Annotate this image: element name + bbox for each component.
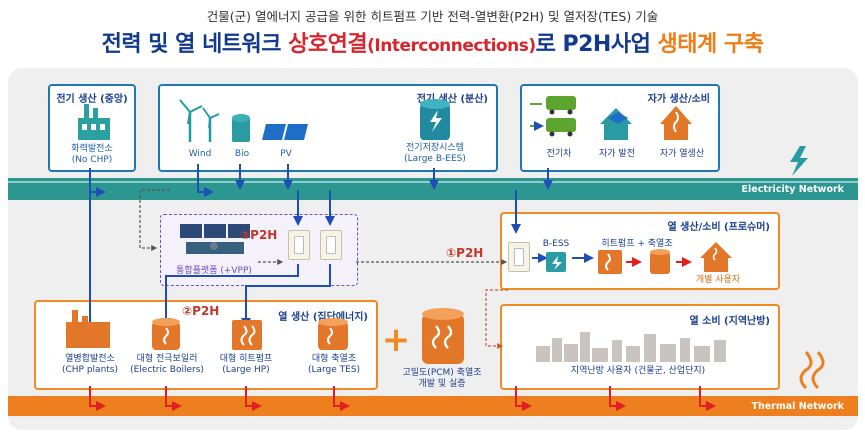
power-plant-label: 화력발전소 (No CHP) xyxy=(48,144,136,166)
pcm-storage-icon xyxy=(422,308,464,364)
large-tes-label: 대형 축열조 (Large TES) xyxy=(296,354,372,376)
pcm-label: 고밀도(PCM) 축열조 개발 및 실증 xyxy=(394,368,490,390)
bio-label: Bio xyxy=(234,149,250,159)
switch-icon-3 xyxy=(508,242,530,272)
page-title: 전력 및 열 네트워크 상호연결(Interconnections)로 P2H사… xyxy=(0,26,865,58)
heat-pump-icon xyxy=(598,250,622,274)
large-tes-icon xyxy=(318,318,348,350)
self-heat-label: 자가 열생산 xyxy=(659,149,705,159)
boiler-label: 대형 전극보일러 (Electric Boilers) xyxy=(122,354,212,376)
hp-tes-label: 히트펌프 + 축열조 xyxy=(601,239,673,249)
individual-user-label: 개별 사용자 xyxy=(695,275,741,285)
chp-name: 열병합발전소 xyxy=(65,354,115,364)
self-heat-house-icon xyxy=(660,106,692,140)
heat-storage-tank-icon xyxy=(650,249,670,274)
distributed-generation-title: 전기 생산 (분산) xyxy=(416,94,488,105)
switch-icon-1 xyxy=(288,230,310,260)
title-part3: (Interconnections) xyxy=(367,36,536,56)
p2h-tag-2: ②P2H xyxy=(182,304,220,318)
wind-label: Wind xyxy=(188,149,212,159)
electric-boiler-icon xyxy=(152,318,180,350)
wind-turbine-icon xyxy=(179,99,220,142)
electricity-network-label: Electricity Network xyxy=(741,184,844,195)
storage-name: 전기저장시스템 xyxy=(406,143,464,153)
individual-user-house-icon xyxy=(700,242,732,272)
subtitle: 건물(군) 열에너지 공급을 위한 히트펌프 기반 전력-열변환(P2H) 및 … xyxy=(206,9,659,24)
large-hp-label: 대형 히트펌프 (Large HP) xyxy=(206,354,286,376)
boiler-name: 대형 전극보일러 xyxy=(136,354,198,364)
flame-icon xyxy=(799,351,825,390)
title-part4: 로 P2H사업 xyxy=(535,32,658,57)
pv-label: PV xyxy=(280,149,292,159)
ev-label: 전기차 xyxy=(546,149,572,159)
heat-to-thermal-arrows xyxy=(89,257,716,411)
title-part5: 생태계 구축 xyxy=(657,32,764,57)
chp-label: 열병합발전소 (CHP plants) xyxy=(50,354,130,376)
central-heat-title: 열 생산 (집단에너지) xyxy=(278,312,368,323)
thermal-network-label: Thermal Network xyxy=(751,401,845,412)
city-skyline-icon xyxy=(536,332,726,362)
plus-sign: + xyxy=(381,320,411,360)
title-part2: 상호연결 xyxy=(288,32,368,57)
chp-sub: (CHP plants) xyxy=(61,365,118,375)
pv-panel-icon xyxy=(262,124,308,140)
chp-plant-icon xyxy=(66,310,110,348)
platform-label: 통합플랫폼 (+VPP) xyxy=(176,266,252,276)
battery-storage-icon xyxy=(420,99,450,140)
self-generation-house-icon xyxy=(600,108,632,140)
pcm-name: 고밀도(PCM) 축열조 xyxy=(402,368,482,378)
large-tes-sub: (Large TES) xyxy=(307,365,361,375)
large-hp-sub: (Large HP) xyxy=(222,365,270,375)
p2h-tag-1: ①P2H xyxy=(446,246,484,260)
central-generation-title: 전기 생산 (중앙) xyxy=(56,94,128,105)
power-plant-name: 화력발전소 xyxy=(71,144,113,154)
lightning-icon xyxy=(790,146,808,176)
large-tes-name: 대형 축열조 xyxy=(311,354,357,364)
control-room-icon xyxy=(180,224,250,254)
boiler-sub: (Electric Boilers) xyxy=(130,365,204,375)
bio-plant-icon xyxy=(232,114,250,142)
prosumer-to-district-connector xyxy=(485,289,508,349)
p2h-tag-3: ③P2H xyxy=(240,228,278,242)
storage-sub: (Large B-EES) xyxy=(404,154,466,164)
self-gen-label: 자가 발전 xyxy=(599,149,635,159)
district-heat-title: 열 소비 (지역난방) xyxy=(689,316,770,327)
storage-label: 전기저장시스템 (Large B-EES) xyxy=(390,143,480,165)
prosumer-electricity-title: 자가 생산/소비 xyxy=(647,94,710,105)
platform-connectors xyxy=(139,189,508,265)
thermal-power-plant-icon xyxy=(78,104,110,140)
electric-vehicle-icon xyxy=(530,96,576,137)
title-part1: 전력 및 열 네트워크 xyxy=(101,32,289,57)
power-plant-sub: (No CHP) xyxy=(71,155,113,165)
switch-icon-2 xyxy=(320,230,342,260)
pcm-sub: 개발 및 실증 xyxy=(418,379,466,389)
bess-label: B-ESS xyxy=(542,239,570,249)
prosumer-heat-box: 열 생산/소비 (프로슈머) xyxy=(500,212,780,290)
bess-icon xyxy=(546,252,566,272)
district-user-label: 지역난방 사용자 (건물군, 산업단지) xyxy=(570,366,706,376)
prosumer-heat-title: 열 생산/소비 (프로슈머) xyxy=(667,222,770,233)
large-hp-name: 대형 히트펌프 xyxy=(219,354,273,364)
large-heat-pump-icon xyxy=(232,320,262,350)
thermal-network-band: Thermal Network xyxy=(8,396,858,416)
generation-to-grid-arrows xyxy=(85,164,594,332)
